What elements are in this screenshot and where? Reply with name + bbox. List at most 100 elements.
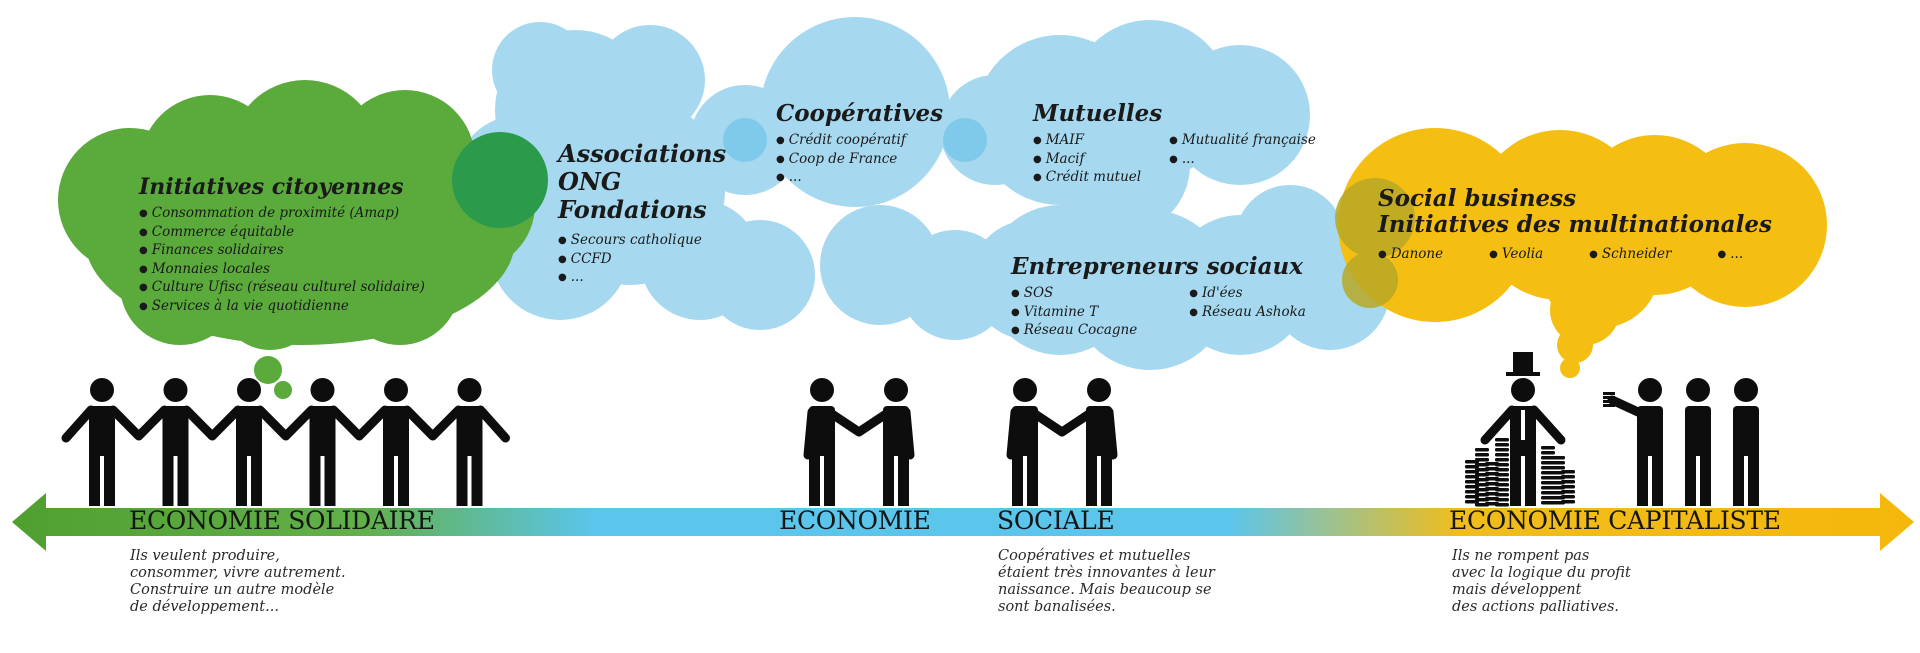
description-sociale: Coopératives et mutuelles étaient très i…	[998, 548, 1215, 616]
list-item: Commerce équitable	[139, 224, 425, 243]
list-item: Services à la vie quotidienne	[139, 298, 425, 317]
coin-icon	[1603, 396, 1615, 399]
axis-label-economie: ECONOMIE	[779, 506, 931, 535]
coin-icon	[1561, 485, 1575, 489]
coin-icon	[1561, 490, 1575, 494]
list-item: Secours catholique	[558, 232, 726, 251]
description-line: mais développent	[1452, 582, 1582, 598]
description-line: de développement...	[130, 599, 279, 615]
coin-icon	[1495, 488, 1509, 492]
coin-icon	[1495, 468, 1509, 472]
coin-icon	[1541, 451, 1555, 455]
social-business-title-line: Social business	[1378, 185, 1577, 212]
coin-icon	[1475, 453, 1489, 457]
coin-icon	[1495, 443, 1509, 447]
list-item: ...	[1718, 246, 1743, 265]
coin-icon	[1495, 503, 1509, 507]
arm	[1006, 407, 1020, 460]
joined-hands	[108, 405, 169, 441]
coin-icon	[1495, 478, 1509, 482]
list-item: Schneider	[1589, 246, 1672, 265]
list-item: Danone	[1378, 246, 1443, 265]
coin-icon	[1561, 500, 1575, 504]
list-item: ...	[1169, 151, 1316, 170]
fondations-title-line: Fondations	[558, 195, 707, 224]
description-line: sont banalisées.	[998, 599, 1116, 615]
description-capitaliste: Ils ne rompent pas avec la logique du pr…	[1452, 548, 1631, 616]
multinationals-title-line: Initiatives des multinationales	[1378, 211, 1772, 238]
list-item: Macif	[1033, 151, 1141, 170]
joined-hands	[329, 405, 390, 441]
coin-icon	[1475, 448, 1489, 452]
cloud-overlaps	[723, 118, 987, 162]
coin-icon	[1561, 495, 1575, 499]
entrepreneurs-list-col2: Id'éesRéseau Ashoka	[1189, 285, 1306, 341]
coin-icon	[1495, 493, 1509, 497]
coin-icon	[1475, 458, 1489, 462]
joined-hands	[402, 405, 463, 441]
handshake-figures	[803, 378, 1118, 506]
handshake	[827, 409, 891, 437]
coin-icon	[1495, 473, 1509, 477]
person-icon	[1685, 378, 1711, 506]
list-item: SOS	[1011, 285, 1137, 304]
coin-icon	[1495, 448, 1509, 452]
list-item: Consommation de proximité (Amap)	[139, 205, 425, 224]
arm	[803, 407, 817, 460]
mutuelles-list-col1: MAIFMacifCrédit mutuel	[1033, 132, 1141, 188]
description-line: naissance. Mais beaucoup se	[998, 582, 1212, 598]
list-item: Crédit mutuel	[1033, 169, 1141, 188]
arm	[1480, 405, 1517, 445]
list-item: MAIF	[1033, 132, 1141, 151]
cooperatives-text: Coopératives Crédit coopératifCoop de Fr…	[776, 101, 943, 188]
coin-icon	[1495, 458, 1509, 462]
blue-yellow-overlap	[1335, 178, 1415, 308]
mutuelles-list-col2: Mutualité française...	[1169, 132, 1316, 188]
description-line: des actions palliatives.	[1452, 599, 1620, 615]
solidarity-figure-chain	[61, 378, 510, 506]
outer-arm	[476, 405, 510, 443]
list-item: ...	[776, 169, 943, 188]
arm	[1607, 395, 1643, 417]
top-hat-icon	[1513, 352, 1533, 374]
initiatives-title: Initiatives citoyennes	[139, 174, 404, 200]
coin-icon	[1541, 446, 1555, 450]
person-icon	[456, 378, 483, 506]
description-line: étaient très innovantes à leur	[998, 565, 1215, 581]
person-icon	[236, 378, 262, 506]
social-business-text: Social business Initiatives des multinat…	[1378, 186, 1789, 265]
person-icon	[383, 378, 409, 506]
axis-label-solidaire: ECONOMIE SOLIDAIRE	[129, 506, 435, 535]
coin-icon	[1561, 470, 1575, 474]
social-business-title: Social business Initiatives des multinat…	[1378, 186, 1789, 238]
coin-icon	[1495, 463, 1509, 467]
coin-icon	[1495, 438, 1509, 442]
list-item: CCFD	[558, 251, 726, 270]
economy-axis-arrow	[12, 493, 1914, 551]
social-business-list: DanoneVeoliaSchneider...	[1378, 246, 1789, 265]
description-line: consommer, vivre autrement.	[130, 565, 346, 581]
arm	[1529, 405, 1566, 445]
list-item: Coop de France	[776, 151, 943, 170]
entrepreneurs-text: Entrepreneurs sociaux SOSVitamine TRésea…	[1011, 254, 1306, 341]
description-line: Construire un autre modèle	[130, 582, 335, 598]
mutuelles-text: Mutuelles MAIFMacifCrédit mutuel Mutuali…	[1033, 101, 1316, 188]
person-icon	[1733, 378, 1759, 506]
coin-icon	[1551, 466, 1565, 470]
associations-text: Associations ONG Fondations Secours cath…	[558, 140, 726, 288]
cooperatives-list: Crédit coopératifCoop de France...	[776, 132, 943, 188]
joined-hands	[182, 405, 243, 441]
person-icon	[89, 378, 115, 506]
description-line: Ils ne rompent pas	[1452, 548, 1590, 564]
person-icon	[309, 378, 336, 506]
associations-title: Associations ONG Fondations	[558, 140, 726, 224]
coin-icon	[1495, 483, 1509, 487]
coin-icon	[1551, 456, 1565, 460]
description-line: avec la logique du profit	[1452, 565, 1631, 581]
person-icon	[162, 378, 189, 506]
coin-icon	[1551, 461, 1565, 465]
capitalist-figures	[1465, 352, 1759, 507]
initiatives-list: Consommation de proximité (Amap)Commerce…	[139, 205, 425, 316]
associations-list: Secours catholiqueCCFD...	[558, 232, 726, 288]
description-line: Coopératives et mutuelles	[998, 548, 1191, 564]
